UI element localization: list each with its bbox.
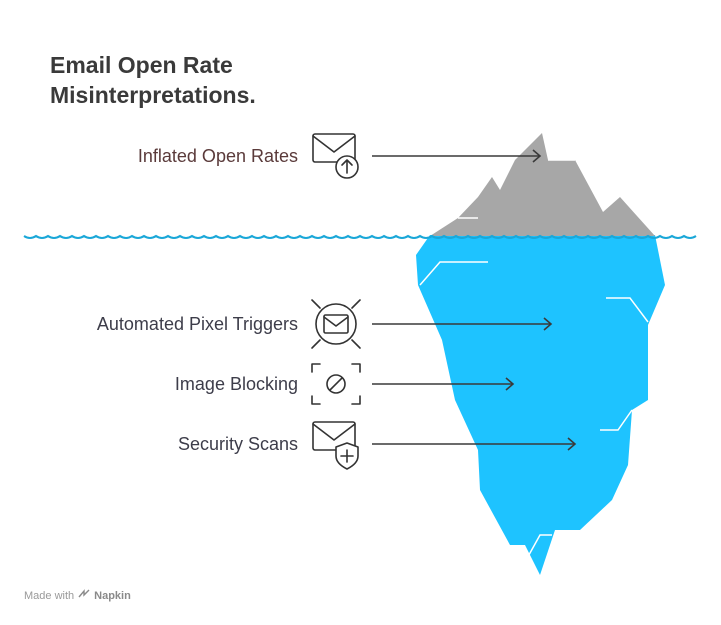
napkin-logo-icon [78, 589, 90, 602]
napkin-credit[interactable]: Made with Napkin [24, 589, 131, 602]
blocked-image-icon [311, 363, 361, 405]
connector-automated-pixel-triggers [372, 317, 553, 331]
connector-security-scans [372, 437, 577, 451]
label-automated-pixel-triggers: Automated Pixel Triggers [96, 314, 298, 334]
iceberg-underwater [416, 235, 665, 575]
title-line-2: Misinterpretations. [50, 82, 256, 108]
credit-prefix: Made with [24, 589, 75, 602]
water-line [23, 234, 697, 239]
connector-inflated-open-rates [372, 149, 542, 163]
iceberg-tip-highlights [458, 159, 575, 219]
envelope-arrow-up-icon [312, 133, 359, 179]
title-line-1: Email Open Rate [50, 52, 233, 78]
connector-image-blocking [372, 377, 515, 391]
iceberg-tip [430, 133, 655, 236]
iceberg-highlights [419, 261, 649, 563]
envelope-shield-icon [312, 421, 359, 470]
label-inflated-open-rates: Inflated Open Rates [137, 146, 298, 166]
envelope-target-icon [311, 299, 361, 349]
page-title: Email Open Rate Misinterpretations. [50, 50, 256, 110]
connectors [372, 149, 577, 451]
label-image-blocking: Image Blocking [174, 374, 298, 394]
credit-brand: Napkin [94, 589, 131, 602]
label-security-scans: Security Scans [177, 434, 298, 454]
